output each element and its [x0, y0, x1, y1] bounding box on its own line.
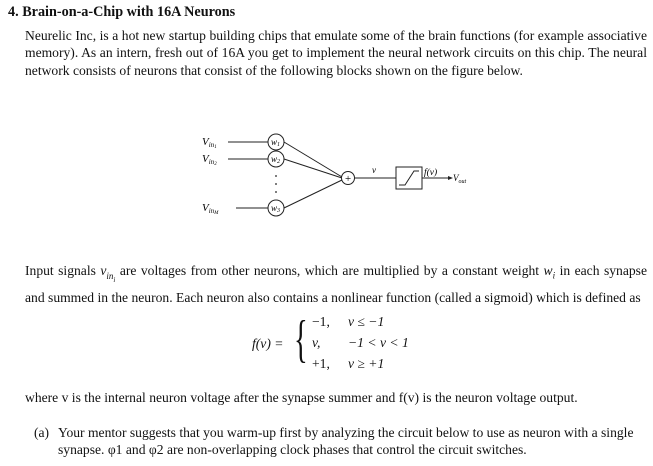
input-1-v: V [202, 136, 210, 148]
w1-sub: 1 [277, 142, 280, 148]
v-in-i-symbol: vini [100, 263, 116, 284]
row3-value: +1, [312, 356, 330, 371]
input-2-v: V [202, 153, 210, 165]
problem-title: 4. Brain-on-a-Chip with 16A Neurons [8, 4, 236, 20]
w1-text: w [271, 137, 277, 147]
weight-label-3: w3 [271, 203, 280, 214]
ellipsis-dot-3 [275, 191, 277, 193]
input-m-sub: in [209, 207, 215, 215]
w3-text: w [271, 203, 277, 213]
weight-to-summer-2 [283, 158, 343, 179]
weight-label-2: w2 [271, 154, 280, 165]
input-1-subsub: 1 [214, 145, 217, 150]
ellipsis-dot-1 [275, 175, 277, 177]
row2-cond: −1 < v < 1 [348, 335, 409, 350]
summer-plus: + [344, 173, 351, 185]
weight-label-1: w1 [271, 137, 280, 148]
w2-sub: 2 [277, 159, 280, 165]
sigmoid-curve [399, 170, 419, 186]
intro-paragraph: Neurelic Inc, is a hot new startup build… [25, 28, 647, 78]
row2-value: v, [312, 335, 321, 350]
equation-brace: { [294, 311, 308, 368]
vout-v: V [453, 173, 460, 183]
output-arrowhead [448, 176, 453, 180]
input-2-sub: in [209, 158, 215, 166]
row1-value: −1, [312, 314, 330, 329]
para2-part-a: Input signals [25, 263, 101, 278]
input-m-subsub: M [213, 211, 219, 216]
para2-part-b: are voltages from other neurons, which a… [115, 263, 544, 278]
w3-sub: 3 [276, 208, 280, 214]
vout-sub: out [459, 179, 467, 185]
sigmoid-equation: f(v) = { −1, v ≤ −1 v, −1 < v < 1 +1, v … [252, 314, 452, 376]
input-label-m: VinM [202, 202, 219, 216]
sigmoid-label: f(v) [424, 167, 437, 178]
ellipsis-dot-2 [275, 183, 277, 185]
where-paragraph: where v is the internal neuron voltage a… [25, 390, 578, 405]
input-label-2: Vin2 [202, 153, 217, 167]
w-i-symbol: wi [543, 263, 556, 281]
subquestion-a: (a) Your mentor suggests that you warm-u… [34, 424, 648, 459]
row1-cond: v ≤ −1 [348, 314, 385, 329]
input-signals-paragraph: Input signals vini are voltages from oth… [25, 262, 647, 306]
w2-text: w [271, 154, 277, 164]
input-2-subsub: 2 [214, 162, 217, 167]
input-label-1: Vin1 [202, 136, 217, 150]
vout-label: Vout [453, 173, 467, 185]
weight-to-summer-m [283, 179, 343, 209]
input-1-sub: in [209, 141, 215, 149]
subquestion-a-text: Your mentor suggests that you warm-up fi… [58, 425, 634, 458]
neuron-block-diagram: Vin1 Vin2 VinM w1 w2 w3 + v [202, 133, 467, 217]
row3-cond: v ≥ +1 [348, 356, 385, 371]
equation-lhs: f(v) = [252, 336, 284, 351]
weight-to-summer-1 [283, 141, 343, 178]
v-label: v [372, 165, 376, 175]
input-m-v: V [202, 202, 210, 214]
para2-part-c: in each synapse and summed in the neuron… [25, 263, 647, 305]
subquestion-a-label: (a) [34, 425, 50, 440]
